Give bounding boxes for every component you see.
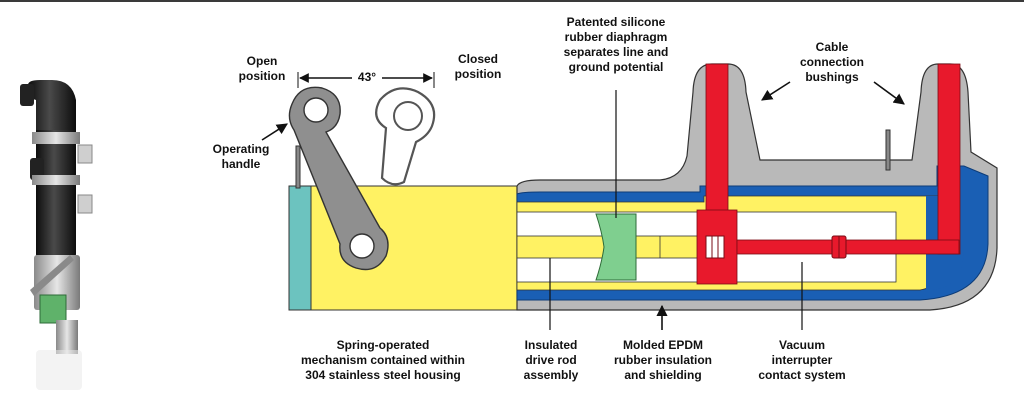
top-border [0, 0, 1024, 2]
bushing-conductor-right [937, 63, 961, 255]
teal-end-plate [288, 185, 312, 311]
operating-handle-arrow [261, 123, 288, 141]
bushing-arrow-left [761, 81, 791, 101]
operating-handle [288, 86, 389, 271]
handle-closed-outline [375, 87, 436, 186]
silicone-diaphragm [595, 213, 637, 281]
bushing-conductor-left [705, 63, 729, 217]
bushing-arrow-right [873, 81, 905, 105]
label-angle: 43° [352, 70, 382, 85]
product-photo [20, 80, 93, 390]
interrupter-conductor [736, 239, 960, 255]
